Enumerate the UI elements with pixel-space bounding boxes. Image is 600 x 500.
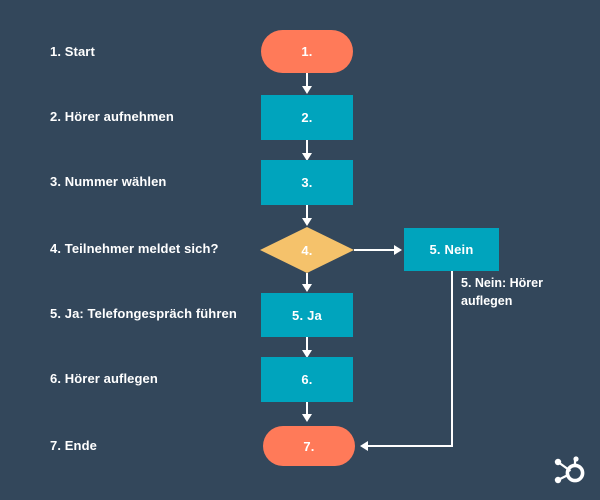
step-label-6: 6. Hörer auflegen: [50, 371, 158, 386]
connector-4-to-ja: [306, 273, 308, 286]
step-label-7: 7. Ende: [50, 438, 97, 453]
connector-4-to-nein: [354, 249, 396, 251]
arrowhead-4-to-nein-icon: [394, 245, 402, 255]
connector-3-to-4: [306, 205, 308, 221]
annotation-nein: 5. Nein: Hörer auflegen: [461, 276, 543, 308]
connector-6-to-7: [306, 402, 308, 416]
node-start[interactable]: 1.: [261, 30, 353, 73]
connector-1-to-2: [306, 73, 308, 89]
node-step-2[interactable]: 2.: [261, 95, 353, 140]
node-decision-4-label: 4.: [301, 242, 313, 258]
step-label-4: 4. Teilnehmer meldet sich?: [50, 241, 219, 256]
step-label-1: 1. Start: [50, 44, 95, 59]
step-label-3: 3. Nummer wählen: [50, 174, 167, 189]
connector-nein-return-vertical: [451, 271, 453, 447]
arrowhead-4-to-ja-icon: [302, 284, 312, 292]
arrowhead-1-to-2-icon: [302, 86, 312, 94]
connector-2-to-3: [306, 140, 308, 156]
node-end[interactable]: 7.: [263, 426, 355, 466]
step-label-5: 5. Ja: Telefongespräch führen: [50, 306, 237, 321]
connector-5-to-6: [306, 337, 308, 353]
node-branch-nein[interactable]: 5. Nein: [404, 228, 499, 271]
hubspot-sprocket-logo-icon: [554, 456, 585, 484]
node-step-6[interactable]: 6.: [261, 357, 353, 402]
step-label-2: 2. Hörer aufnehmen: [50, 109, 174, 124]
arrowhead-3-to-4-icon: [302, 218, 312, 226]
arrowhead-5-to-6-icon: [302, 350, 312, 358]
node-step-5-ja[interactable]: 5. Ja: [261, 293, 353, 337]
node-decision-4[interactable]: 4.: [260, 227, 354, 273]
arrowhead-nein-to-end-icon: [360, 441, 368, 451]
node-step-3[interactable]: 3.: [261, 160, 353, 205]
connector-nein-return-horizontal: [368, 445, 453, 447]
arrowhead-2-to-3-icon: [302, 153, 312, 161]
arrowhead-6-to-7-icon: [302, 414, 312, 422]
